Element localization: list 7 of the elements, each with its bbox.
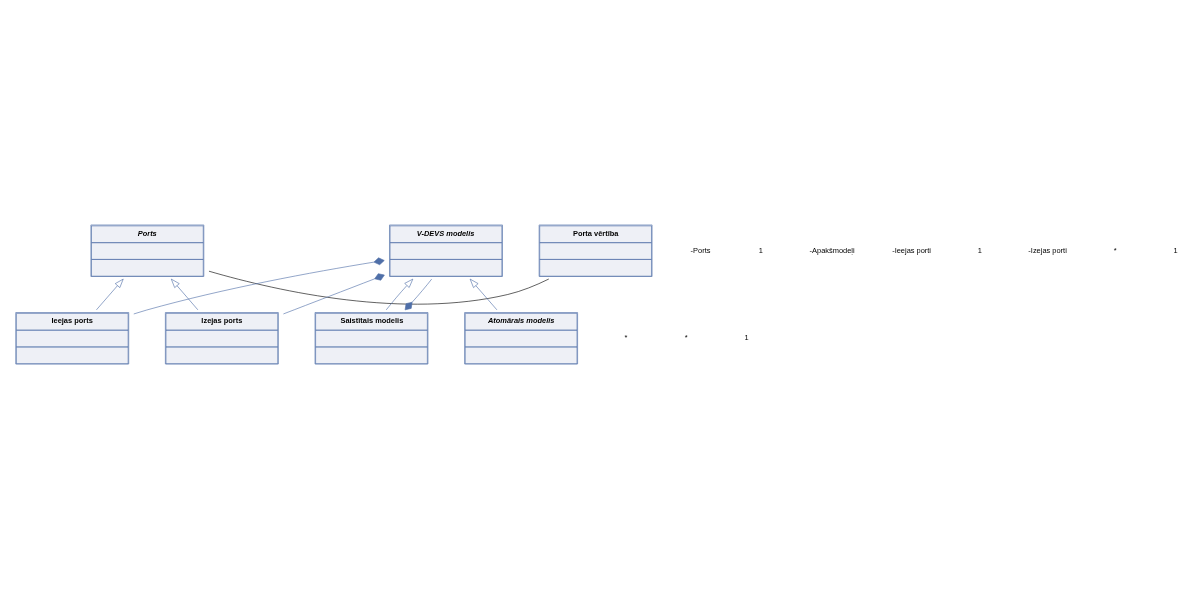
arrow — [385, 278, 414, 311]
arrow — [469, 278, 498, 311]
arrow — [96, 278, 124, 311]
arrow — [171, 278, 199, 311]
connector — [283, 273, 385, 315]
connector — [404, 278, 432, 311]
connector — [133, 257, 385, 315]
